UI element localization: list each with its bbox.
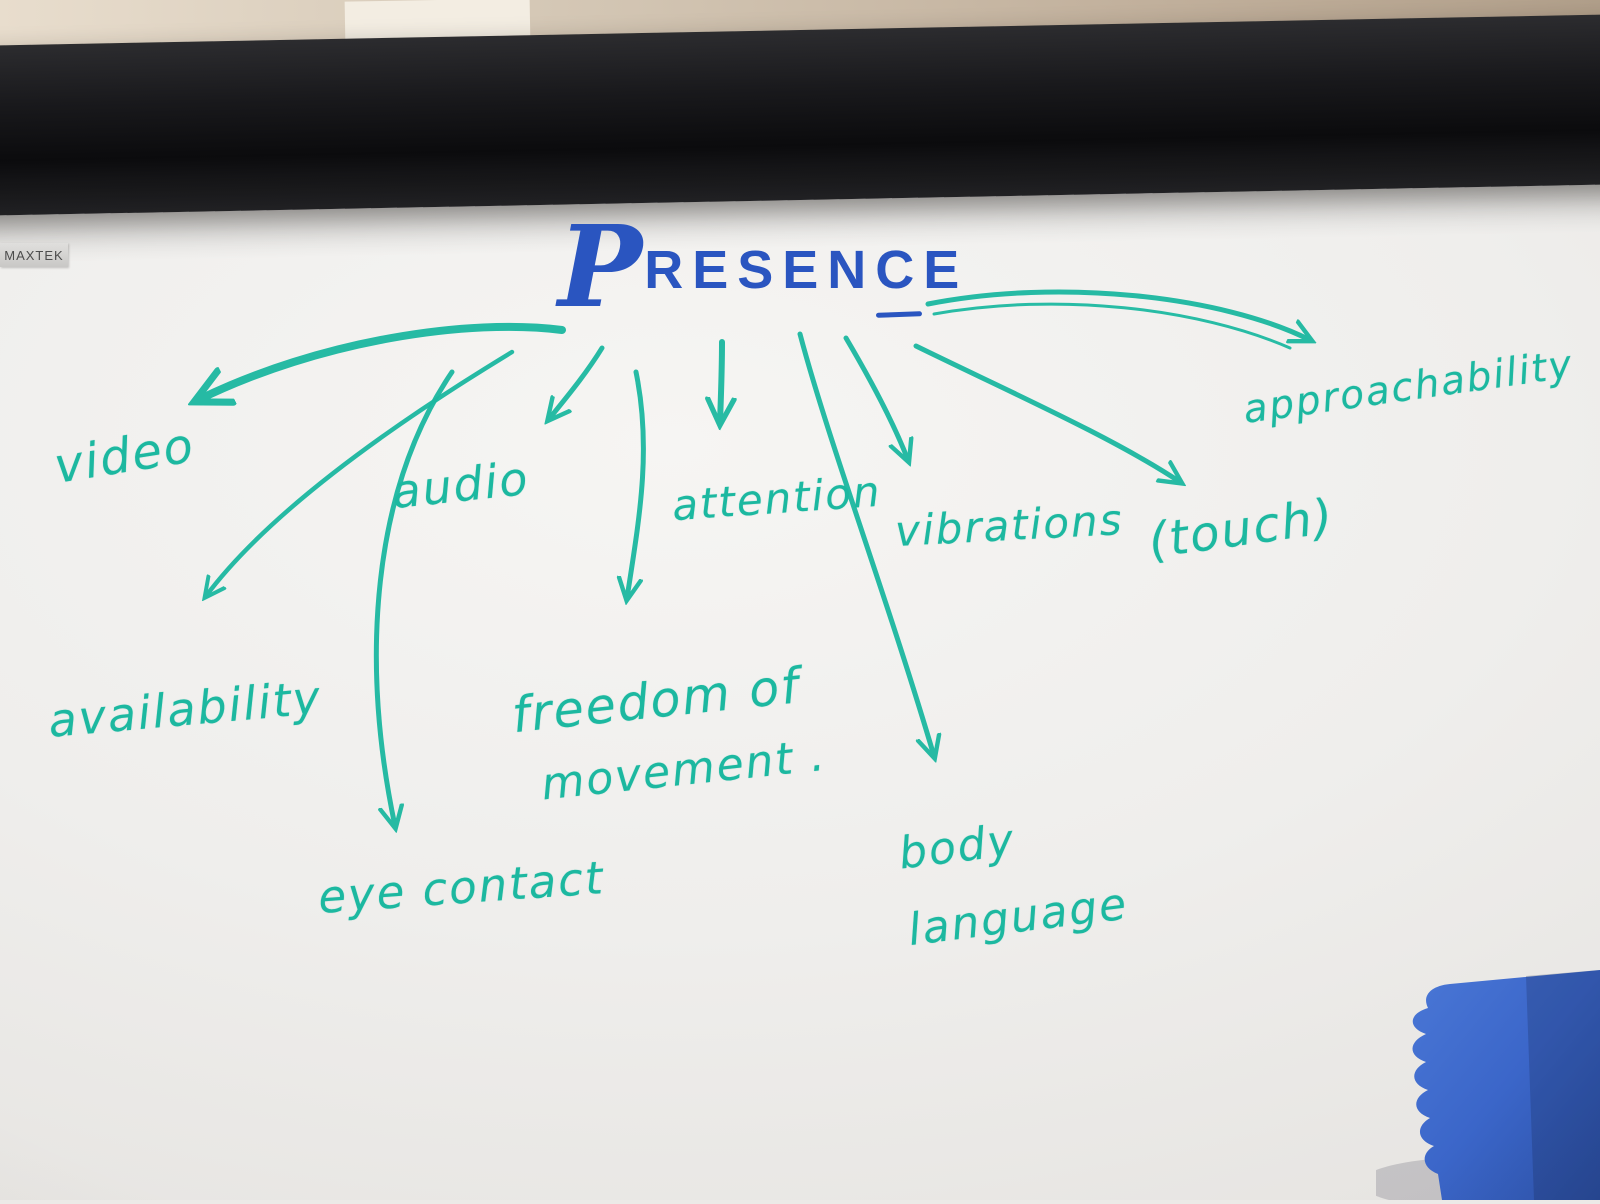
arrow-to-freedom — [627, 369, 646, 598]
node-body-language: body language — [896, 814, 1131, 956]
arrow-to-approachability-echo — [932, 302, 1292, 350]
brand-label: MAXTEK — [0, 243, 68, 267]
title-rest: RESENCE — [644, 240, 969, 300]
arrow-to-video — [198, 322, 566, 400]
arrow-to-approachability — [925, 289, 1310, 340]
diagram-title: PRESENCE — [558, 212, 969, 324]
whiteboard-surface — [0, 150, 1600, 1200]
eraser-shape — [1361, 970, 1600, 1204]
node-vibrations: vibrations — [893, 495, 1125, 556]
arrow-to-vibrations — [843, 335, 908, 460]
arrow-to-touch — [913, 343, 1180, 482]
arrow-to-attention — [720, 339, 722, 422]
node-audio: audio — [389, 450, 532, 520]
arrow-to-eye-contact — [373, 369, 455, 826]
arrow-short-downleft — [549, 345, 605, 419]
whiteboard-eraser — [1361, 968, 1600, 1204]
arrow-to-availability — [206, 349, 515, 596]
arrow-to-body-language — [797, 331, 934, 756]
title-initial: P — [558, 202, 643, 333]
